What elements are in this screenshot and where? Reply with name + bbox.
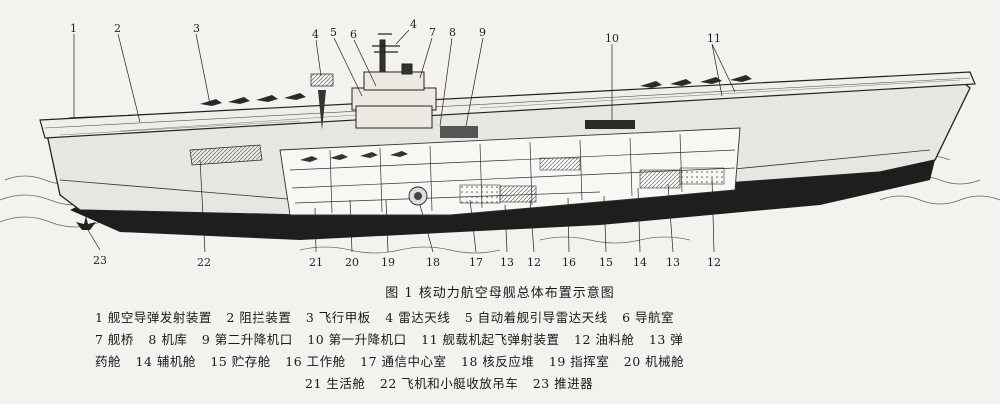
- elevator-2: [440, 126, 478, 138]
- callout-17: 17: [469, 256, 483, 269]
- legend-item: 22 飞机和小艇收放吊车: [379, 376, 519, 391]
- callout-12b: 12: [707, 256, 721, 269]
- cutaway-section: [279, 127, 741, 216]
- legend-item: 17 通信中心室: [360, 354, 447, 369]
- legend-item: 16 工作舱: [285, 354, 346, 369]
- legend-item: 20 机械舱: [623, 354, 685, 369]
- callout-16: 16: [562, 256, 576, 269]
- flight-deck: [39, 71, 976, 139]
- crane: [189, 144, 263, 166]
- callout-8: 8: [449, 26, 456, 39]
- callout-1: 1: [70, 22, 77, 35]
- legend-item: 10 第一升降机口: [307, 332, 407, 347]
- callout-14: 14: [633, 256, 647, 269]
- callout-7: 7: [429, 26, 436, 39]
- callout-21: 21: [309, 256, 323, 269]
- callout-12a: 12: [527, 256, 541, 269]
- legend-item: 7 舰桥: [95, 332, 134, 347]
- carrier-cutaway-diagram: 1 2 3 4 5 6 4 7 8 9 10 11 23 22 21 20 19…: [0, 18, 1000, 269]
- legend-item: 2 阻拦装置: [226, 310, 292, 325]
- legend-item: 15 贮存舱: [210, 354, 271, 369]
- deck-aircraft: [200, 75, 752, 106]
- legend-item: 药舱: [95, 354, 122, 369]
- hangar-aircraft: [300, 151, 408, 162]
- island: [351, 33, 437, 129]
- legend-item: 9 第二升降机口: [201, 332, 293, 347]
- legend-item: 11 舰载机起飞弹射装置: [421, 332, 560, 347]
- legend-item: 5 自动着舰引导雷达天线: [464, 310, 608, 325]
- callout-2: 2: [114, 22, 121, 35]
- legend-line-1: 1 舰空导弹发射装置 2 阻拦装置 3 飞行甲板 4 雷达天线 5 自动着舰引导…: [95, 307, 684, 326]
- legend-line-3: 药舱 14 辅机舱 15 贮存舱 16 工作舱 17 通信中心室 18 核反应堆…: [95, 351, 694, 370]
- callout-22: 22: [197, 256, 211, 269]
- legend-item: 6 导航室: [622, 310, 675, 325]
- callout-15: 15: [599, 256, 613, 269]
- elevator-1: [585, 120, 635, 129]
- reactor: [408, 186, 428, 206]
- legend-line-4: 21 生活舱 22 飞机和小艇收放吊车 23 推进器: [305, 373, 603, 392]
- callout-23: 23: [93, 254, 107, 267]
- callouts: 1 2 3 4 5 6 4 7 8 9 10 11 23 22 21 20 19…: [70, 18, 721, 269]
- callout-3: 3: [193, 22, 200, 35]
- legend-line-2: 7 舰桥 8 机库 9 第二升降机口 10 第一升降机口 11 舰载机起飞弹射装…: [95, 329, 693, 348]
- legend-item: 21 生活舱: [305, 376, 366, 391]
- legend-item: 12 油料舱: [574, 332, 635, 347]
- callout-11: 11: [707, 32, 721, 45]
- callout-13a: 13: [500, 256, 514, 269]
- legend-item: 13 弹: [648, 332, 684, 347]
- legend-item: 14 辅机舱: [135, 354, 196, 369]
- callout-9: 9: [479, 26, 486, 39]
- leader-lines: [73, 29, 736, 253]
- legend-item: 23 推进器: [532, 376, 594, 391]
- figure-caption: 图 1 核动力航空母舰总体布置示意图: [385, 286, 615, 301]
- legend-item: 8 机库: [148, 332, 188, 347]
- legend-item: 3 飞行甲板: [305, 310, 371, 325]
- legend-item: 18 核反应堆: [461, 354, 535, 369]
- legend-item: 1 舰空导弹发射装置: [95, 310, 212, 325]
- callout-5: 5: [330, 26, 337, 39]
- callout-18: 18: [426, 256, 440, 269]
- propeller: [76, 216, 96, 230]
- callout-6: 6: [350, 28, 357, 41]
- callout-10: 10: [605, 32, 619, 45]
- legend-item: 4 雷达天线: [385, 310, 451, 325]
- radar-mast: [310, 73, 334, 130]
- callout-13b: 13: [666, 256, 680, 269]
- legend-item: 19 指挥室: [548, 354, 610, 369]
- callout-4a: 4: [312, 28, 319, 41]
- callout-19: 19: [381, 256, 395, 269]
- callout-20: 20: [345, 256, 359, 269]
- callout-4b: 4: [410, 18, 417, 31]
